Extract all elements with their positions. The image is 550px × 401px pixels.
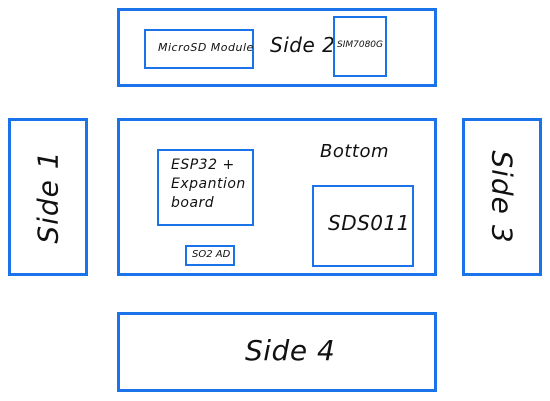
side-2-panel: MicroSD Module Side 2 SIM7080G [117,8,437,87]
esp32-label-line-3: board [171,195,215,211]
esp32-label-line-2: Expantion [171,176,246,192]
side-2-label: Side 2 [270,33,336,57]
microsd-module-label: MicroSD Module [158,41,254,54]
esp32-label-line-1: ESP32 + [171,157,235,173]
sds011-box: SDS011 [312,185,414,267]
bottom-label: Bottom [320,141,390,162]
microsd-module-box: MicroSD Module [144,29,254,69]
esp32-expansion-board-box: ESP32 + Expantion board [157,149,254,226]
side-3-panel: Side 3 [462,118,542,276]
so2-ad-label: SO2 AD [192,249,231,260]
sim7080g-box: SIM7080G [333,16,387,77]
side-4-panel: Side 4 [117,312,437,392]
side-1-panel: Side 1 [8,118,88,276]
side-3-label: Side 3 [485,150,519,244]
so2-ad-box: SO2 AD [185,245,235,266]
sds011-label: SDS011 [328,211,410,235]
side-4-label: Side 4 [245,334,336,367]
sim7080g-label: SIM7080G [337,40,384,50]
side-1-label: Side 1 [31,150,65,244]
bottom-panel: Bottom ESP32 + Expantion board SO2 AD SD… [117,118,437,276]
